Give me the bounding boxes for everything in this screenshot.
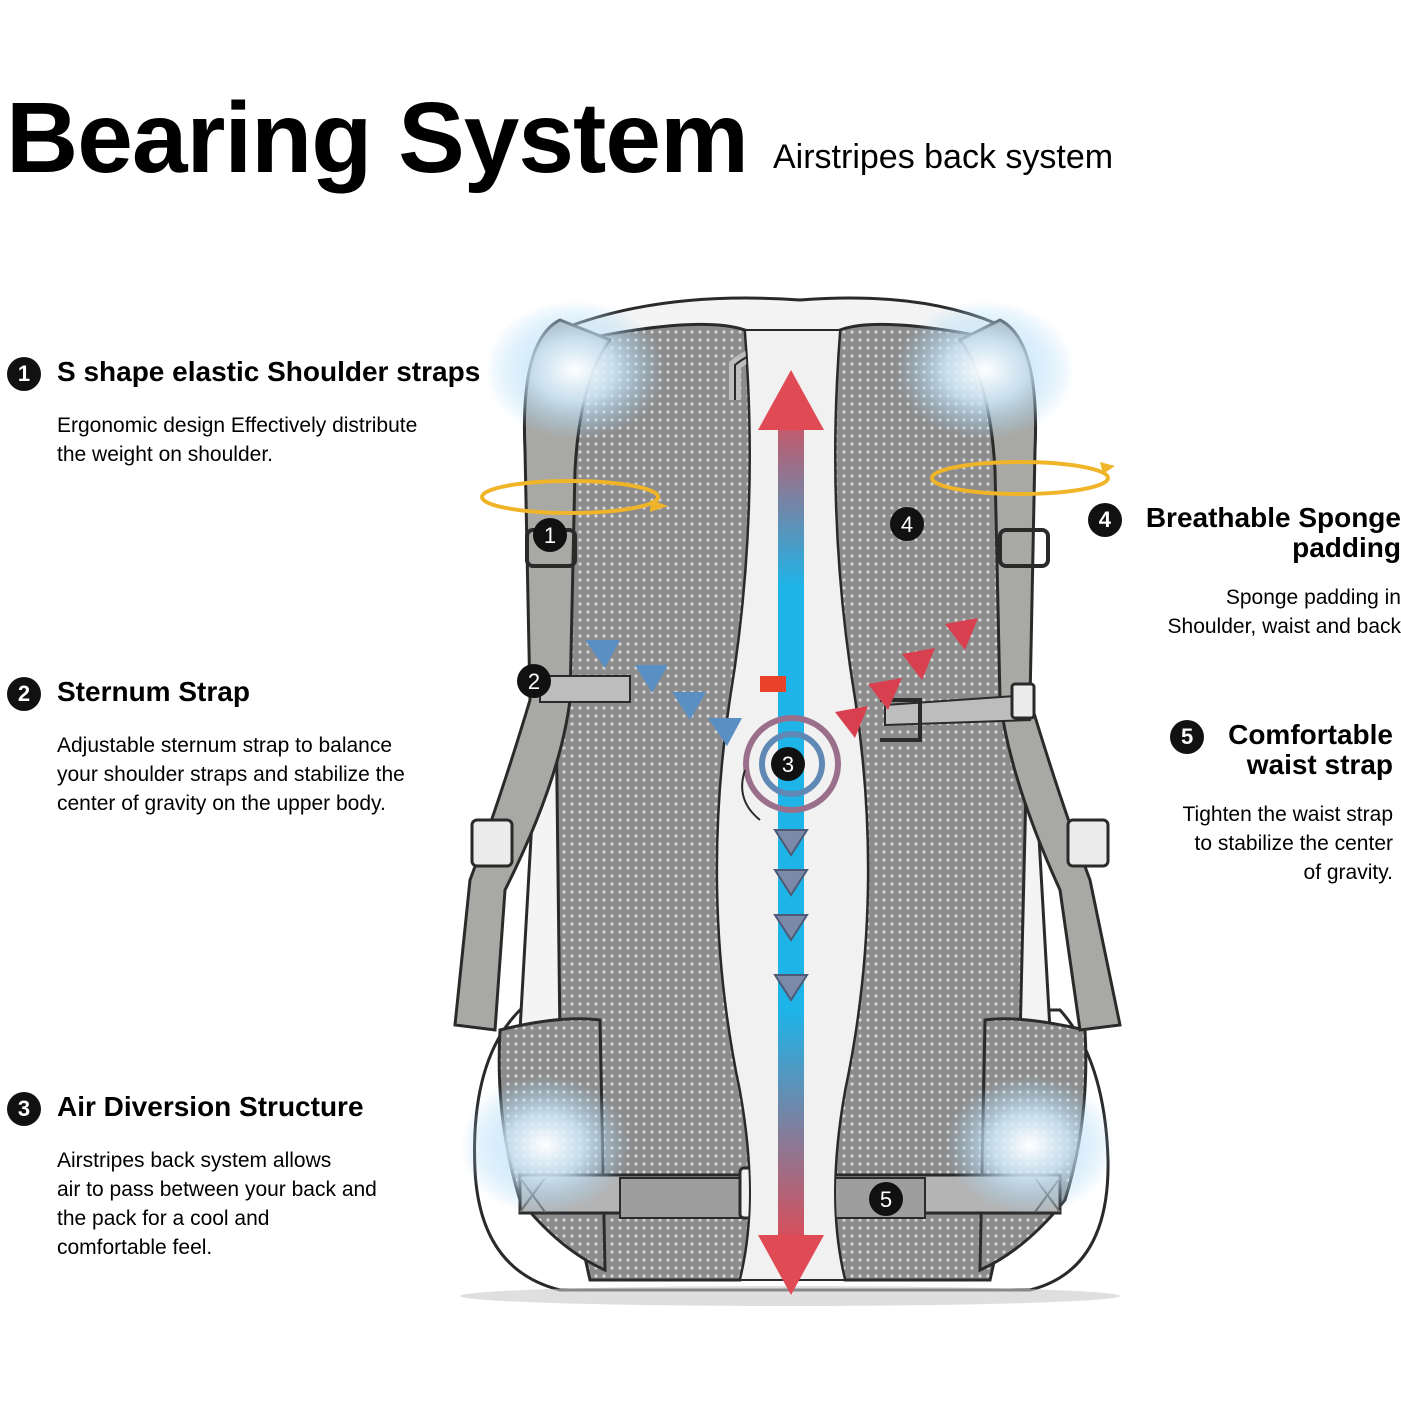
airflow-glow: [460, 300, 1115, 1215]
airflow-chevrons: [773, 829, 809, 1002]
flag-icon: [760, 676, 786, 692]
feature-title: Sternum Strap: [57, 676, 250, 707]
marker-1: 1: [533, 518, 567, 552]
feature-description: Airstripes back system allows air to pas…: [57, 1149, 377, 1259]
feature-number-badge: 3: [7, 1092, 41, 1126]
sternum-strap: [539, 675, 1036, 742]
marker-3: 3: [771, 747, 805, 781]
feature-waist-strap: 5 Comfortable waist strap Tighten the wa…: [1170, 720, 1393, 887]
feature-title: Comfortable waist strap: [1228, 719, 1393, 780]
svg-text:1: 1: [544, 523, 556, 548]
feature-description: Tighten the waist strap to stabilize the…: [1182, 803, 1394, 884]
svg-text:4: 4: [901, 512, 913, 537]
feature-shoulder-straps: 1 S shape elastic Shoulder straps Ergono…: [7, 357, 480, 469]
feature-description: Adjustable sternum strap to balance your…: [57, 734, 405, 815]
feature-sponge-padding: 4 Breathable Sponge padding Sponge paddi…: [1087, 502, 1401, 641]
buckle-icon: [880, 698, 922, 742]
marker-4: 4: [890, 507, 924, 541]
page-title: Bearing System: [6, 82, 749, 194]
feature-title: Breathable Sponge padding: [1145, 502, 1401, 563]
airflow-arrow-icon: [835, 618, 978, 738]
airflow-arrow-icon: [585, 640, 742, 746]
marker-2: 2: [517, 664, 551, 698]
feature-title: Air Diversion Structure: [57, 1091, 364, 1122]
feature-title: S shape elastic Shoulder straps: [57, 356, 481, 387]
feature-sternum-strap: 2 Sternum Strap Adjustable sternum strap…: [7, 677, 405, 818]
page-subtitle: Airstripes back system: [773, 138, 1114, 176]
feature-number-badge: 4: [1087, 503, 1122, 537]
backpack-back-illustration: 1 2 3 4 5: [453, 296, 1122, 1306]
feature-air-diversion: 3 Air Diversion Structure Airstripes bac…: [7, 1092, 377, 1262]
marker-5: 5: [869, 1182, 903, 1216]
buckle-icon: [470, 818, 514, 868]
swirl-icon: [741, 715, 841, 821]
feature-number-badge: 1: [7, 357, 41, 391]
feature-description: Ergonomic design Effectively distribute …: [57, 414, 418, 466]
rotation-ring-icon: [480, 479, 668, 515]
rotation-ring-icon: [930, 460, 1115, 496]
feature-number-badge: 2: [7, 677, 41, 711]
feature-description: Sponge padding in Shoulder, waist and ba…: [1167, 586, 1401, 638]
svg-text:5: 5: [880, 1187, 892, 1212]
buckle-icon: [1066, 818, 1110, 868]
airflow-arrow-icon: [758, 370, 824, 1295]
feature-number-badge: 5: [1170, 720, 1205, 754]
svg-text:3: 3: [782, 752, 794, 777]
d-ring-icon: [998, 528, 1050, 568]
svg-text:2: 2: [528, 669, 540, 694]
